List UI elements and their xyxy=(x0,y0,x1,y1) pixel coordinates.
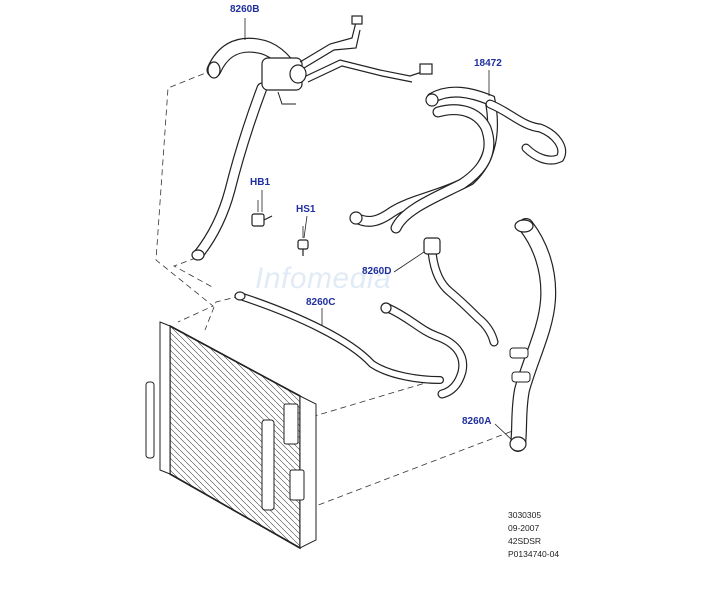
callout-18472[interactable]: 18472 xyxy=(474,58,502,69)
callout-8260d[interactable]: 8260D xyxy=(362,266,392,277)
heater-hoses[interactable] xyxy=(349,86,567,234)
reference-line-2: 09-2007 xyxy=(508,523,540,533)
callout-hs1[interactable]: HS1 xyxy=(296,204,316,215)
assembly-guide-lines xyxy=(155,69,516,513)
callout-8260c[interactable]: 8260C xyxy=(306,297,336,308)
radiator-assembly[interactable] xyxy=(145,321,317,550)
lower-coolant-pipe[interactable] xyxy=(234,291,468,399)
reference-line-1: 3030305 xyxy=(508,510,542,520)
upper-radiator-hose[interactable] xyxy=(191,37,307,261)
bleed-pipes[interactable] xyxy=(299,15,433,83)
reference-line-4: P0134740-04 xyxy=(508,549,560,559)
callout-hb1[interactable]: HB1 xyxy=(250,177,271,188)
callout-8260b[interactable]: 8260B xyxy=(230,4,260,15)
bolt-hb1[interactable] xyxy=(251,200,273,227)
lower-radiator-hose[interactable] xyxy=(509,218,557,452)
callout-leaders xyxy=(244,18,513,441)
bypass-hose[interactable] xyxy=(423,237,499,347)
infomedia-watermark: Infomedia xyxy=(255,262,392,295)
reference-line-3: 42SDSR xyxy=(508,536,542,546)
callout-8260a[interactable]: 8260A xyxy=(462,416,492,427)
screw-hs1[interactable] xyxy=(297,226,309,256)
